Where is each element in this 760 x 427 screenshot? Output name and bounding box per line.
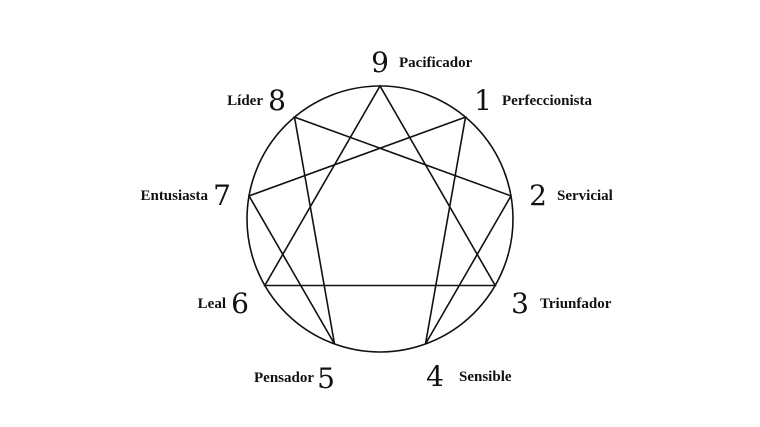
- point-label-9: Pacificador: [399, 55, 473, 71]
- point-label-7: Entusiasta: [140, 188, 208, 204]
- point-number-7: 7: [213, 179, 231, 212]
- point-number-3: 3: [511, 287, 529, 320]
- hexad-1-4-2-8-5-7: [247, 115, 513, 345]
- point-label-2: Servicial: [557, 188, 613, 204]
- point-number-4: 4: [426, 360, 444, 393]
- point-number-1: 1: [474, 84, 492, 117]
- point-number-6: 6: [231, 287, 249, 320]
- point-label-5: Pensador: [254, 370, 314, 386]
- point-number-5: 5: [317, 362, 335, 395]
- point-label-4: Sensible: [459, 369, 512, 385]
- enneagram-circle: [246, 85, 514, 353]
- point-label-3: Triunfador: [540, 296, 612, 312]
- point-label-1: Perfeccionista: [502, 93, 592, 109]
- point-number-9: 9: [371, 46, 389, 79]
- point-number-8: 8: [268, 84, 286, 117]
- point-label-6: Leal: [198, 296, 226, 312]
- triangle-9-3-6: [263, 84, 497, 287]
- point-number-2: 2: [529, 179, 547, 212]
- point-label-8: Líder: [227, 93, 263, 109]
